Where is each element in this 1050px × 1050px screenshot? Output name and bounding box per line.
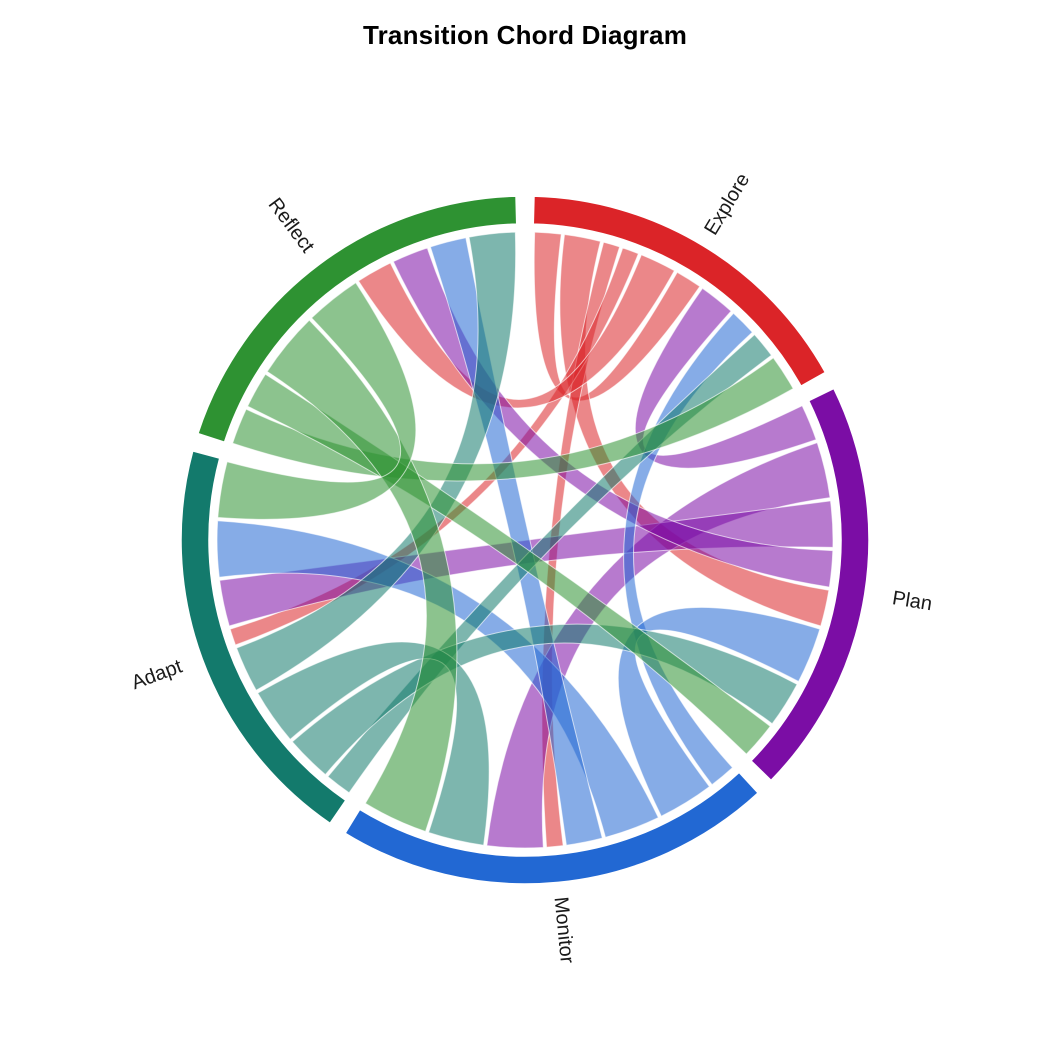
ribbon-reflect-to-monitor: [266, 319, 458, 833]
ribbon-explore-to-reflect: [357, 254, 676, 409]
segment-label-explore: Explore: [700, 170, 754, 239]
ribbon-plan-to-reflect: [392, 247, 834, 588]
chart-title: Transition Chord Diagram: [362, 20, 688, 50]
segment-arc-reflect: [196, 195, 518, 444]
segment-arc-monitor: [344, 771, 760, 885]
segment-label-reflect: Reflect: [264, 194, 319, 257]
segment-arc-plan: [749, 387, 870, 782]
segment-label-monitor: Monitor: [550, 896, 578, 965]
segment-label-plan: Plan: [891, 587, 934, 615]
segment-arc-adapt: [180, 449, 347, 825]
ribbon-reflect-to-adapt: [217, 281, 417, 520]
segment-label-adapt: Adapt: [129, 655, 186, 694]
segment-arc-explore: [532, 195, 827, 388]
